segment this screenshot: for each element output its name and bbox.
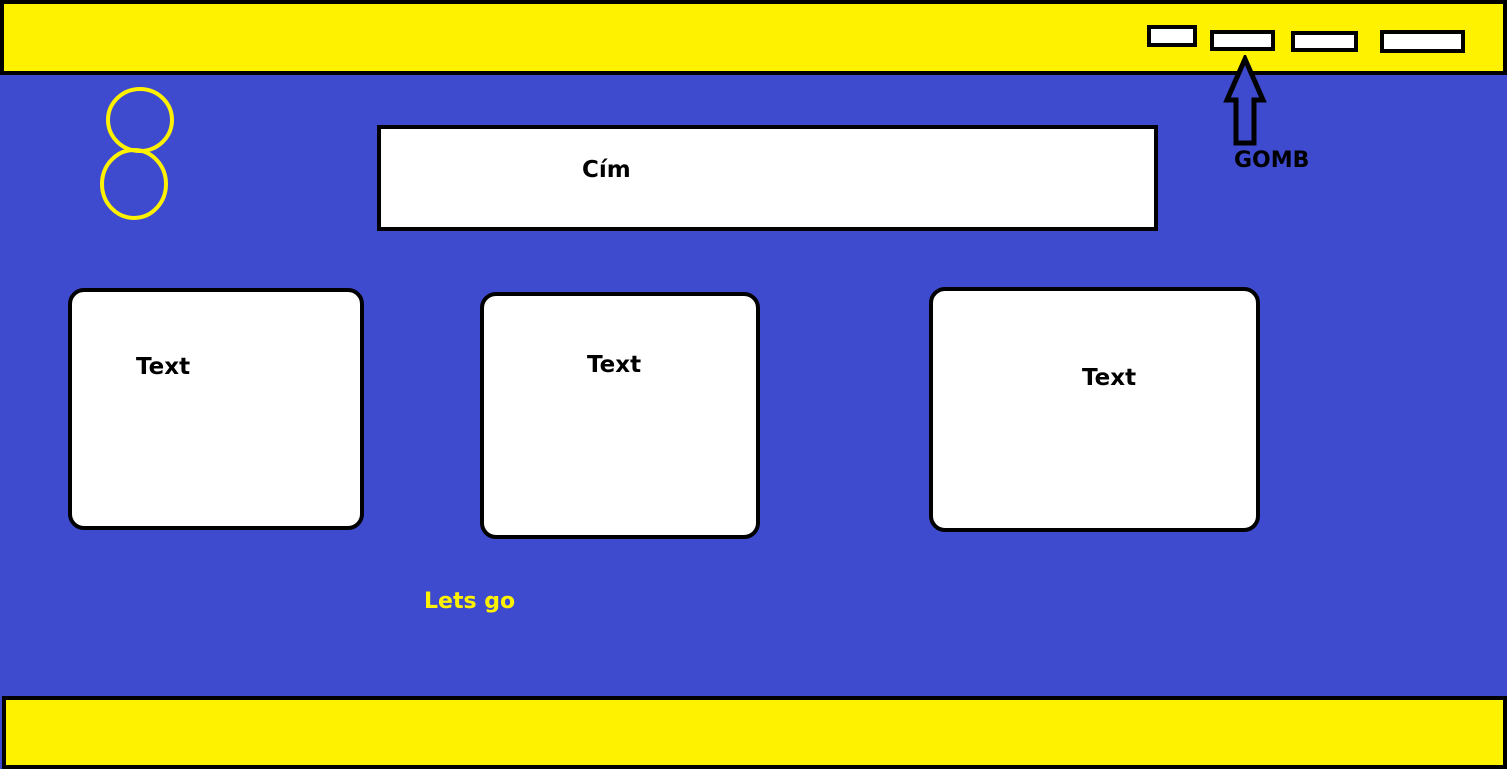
nav-button-4[interactable] [1380,30,1465,53]
card-text: Text [587,352,642,378]
header-bar [0,0,1507,75]
content-card: Text [68,288,364,530]
page-title: Cím [582,157,631,183]
nav-button-1[interactable] [1147,25,1197,47]
footer-bar [2,696,1507,769]
button-annotation-label: GOMB [1234,148,1310,173]
nav-button-3[interactable] [1291,31,1358,52]
content-card: Text [929,287,1260,532]
content-card: Text [480,292,760,539]
card-text: Text [136,354,191,380]
title-box: Cím [377,125,1158,231]
card-text: Text [1082,365,1137,391]
lets-go-link[interactable]: Lets go [424,589,516,614]
logo-icon [100,87,174,220]
nav-button-2[interactable] [1210,30,1275,51]
arrow-up-icon [1223,55,1267,146]
